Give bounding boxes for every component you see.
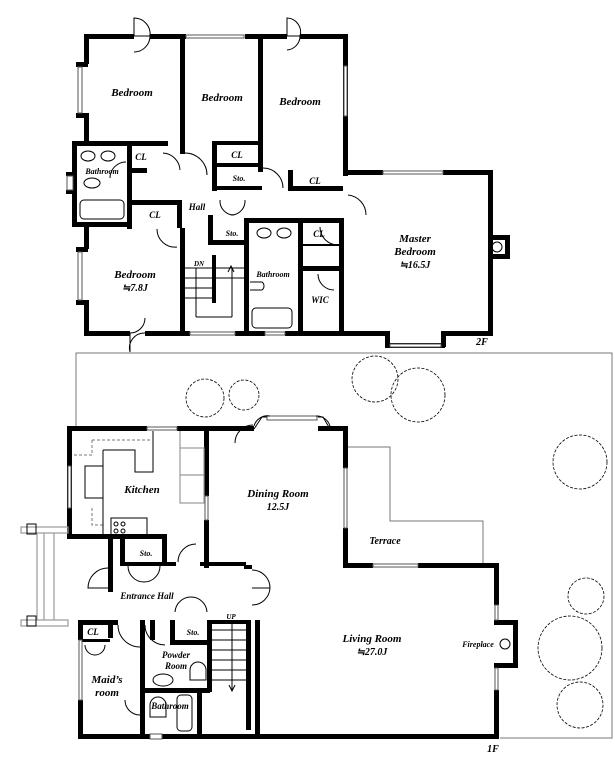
tree-icon [556, 681, 604, 729]
closet-label-1f: CL [87, 627, 99, 637]
label-fireplace: Fireplace [461, 640, 494, 649]
room-label-hall: Hall [188, 202, 206, 212]
storage-label-1: Sto. [233, 174, 246, 183]
stairs-2f [184, 264, 244, 318]
tree-icon [390, 367, 446, 423]
first-floor-labels: Kitchen Dining Room 12.5J Terrace Entran… [87, 484, 499, 755]
first-floor-plan: Kitchen Dining Room 12.5J Terrace Entran… [20, 355, 608, 755]
tree-icon [537, 615, 603, 681]
second-floor-windows [66, 34, 503, 348]
tree-icon [567, 577, 605, 615]
storage-label-2: Sto. [226, 229, 239, 238]
first-floor-fixtures [72, 431, 246, 732]
room-area-dining: 12.5J [267, 502, 291, 513]
first-floor-windows [67, 415, 511, 740]
room-label-bedroom-2: Bedroom [200, 92, 243, 104]
room-label-maids-1: Maid’s [91, 674, 123, 686]
room-label-powder-1: Powder [162, 650, 190, 660]
storage-label-1f-2: Sto. [187, 628, 200, 637]
room-label-bathroom-1f: Bathroom [150, 701, 189, 711]
tree-icon [351, 355, 399, 403]
site-boundary [75, 352, 613, 739]
closet-label-3: CL [309, 176, 321, 186]
room-label-bedroom-3: Bedroom [278, 96, 321, 108]
room-label-master-1: Master [398, 233, 432, 245]
tree-icon [228, 379, 260, 411]
room-label-master-2: Bedroom [393, 246, 436, 258]
room-label-powder-2: Room [164, 661, 187, 671]
room-label-bedroom-1: Bedroom [110, 87, 153, 99]
floor-label-2f: 2F [475, 337, 488, 348]
room-label-kitchen: Kitchen [123, 484, 159, 496]
closet-label-5: CL [313, 229, 325, 239]
room-label-living: Living Room [342, 633, 402, 645]
closet-label-4: CL [149, 210, 161, 220]
stairs-label-up: UP [226, 613, 236, 621]
second-floor-labels: Bedroom Bedroom Bedroom Bedroom ≒7.8J Ma… [84, 87, 488, 348]
room-label-terrace: Terrace [369, 536, 401, 547]
first-floor-doors [84, 424, 271, 716]
room-label-bathroom-2f-center: Bathroom [255, 270, 289, 279]
floor-label-1f: 1F [487, 744, 499, 755]
room-area-bedroom-4: ≒7.8J [122, 283, 149, 294]
garden-trees [185, 355, 608, 729]
tree-icon [185, 378, 225, 418]
second-floor-plan: Bedroom Bedroom Bedroom Bedroom ≒7.8J Ma… [66, 17, 510, 353]
room-label-wic: WIC [311, 295, 330, 305]
room-label-entrance-hall: Entrance Hall [119, 591, 174, 601]
room-label-bedroom-4: Bedroom [113, 269, 156, 281]
stairs-label-dn: DN [193, 260, 205, 268]
terrace-outline [348, 446, 484, 563]
second-floor-walls [66, 34, 510, 348]
room-label-maids-2: room [95, 687, 119, 699]
storage-label-1f-1: Sto. [140, 549, 153, 558]
entrance-porch [20, 523, 69, 627]
room-label-bathroom-2f-west: Bathroom [84, 167, 118, 176]
room-area-living: ≒27.0J [357, 647, 389, 658]
room-label-dining: Dining Room [246, 488, 309, 500]
first-floor-walls [67, 426, 518, 739]
stairs-1f [212, 620, 246, 693]
second-floor-fixtures [79, 150, 293, 329]
tree-icon [552, 434, 608, 490]
room-area-master: ≒16.5J [400, 260, 432, 271]
closet-label-2: CL [231, 150, 243, 160]
second-floor-doors [109, 17, 367, 353]
closet-label-1: CL [135, 152, 147, 162]
